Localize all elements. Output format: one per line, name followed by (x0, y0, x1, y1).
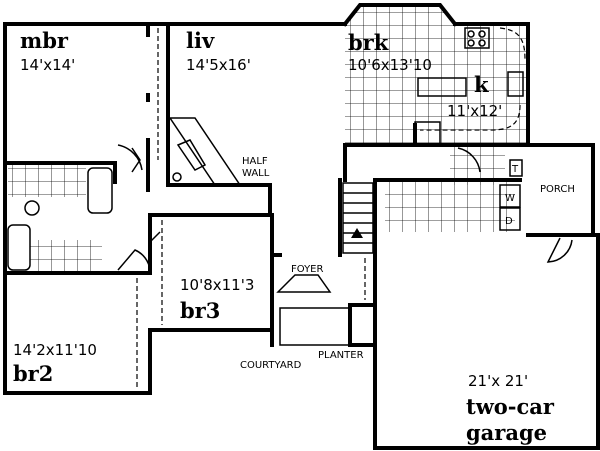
stairs (342, 182, 374, 254)
br3-size: 10'8x11'3 (180, 276, 254, 294)
br3-label: br3 (180, 298, 220, 323)
porch-label: PORCH (540, 184, 575, 195)
bathtub (87, 167, 113, 214)
walls (3, 3, 600, 450)
dryer-label: D (505, 216, 513, 227)
foyer-label: FOYER (291, 264, 324, 275)
room-labels: mbr 14'x14' liv 14'5x16' brk 10'6x13'10 … (13, 28, 555, 445)
br2-size: 14'2x11'10 (13, 341, 97, 359)
mbr-label: mbr (20, 28, 69, 53)
brk-size: 10'6x13'10 (348, 56, 432, 74)
water-heater-label: T (511, 164, 519, 175)
closets (136, 27, 526, 390)
bathtub-2 (7, 224, 31, 271)
liv-label: liv (186, 28, 215, 53)
brk-label: brk (348, 30, 389, 55)
k-size: 11'x12' (447, 102, 502, 120)
tile-floors (8, 5, 528, 272)
liv-size: 14'5x16' (186, 56, 251, 74)
mbr-size: 14'x14' (20, 56, 75, 74)
garage-label-2: garage (466, 420, 547, 445)
cooktop (464, 27, 490, 49)
washer (499, 184, 521, 208)
dryer (499, 207, 521, 231)
courtyard-label: COURTYARD (240, 360, 302, 371)
planter-label: PLANTER (318, 350, 364, 361)
washer-label: W (505, 193, 515, 204)
kitchen-sink (507, 71, 524, 97)
garage-label-1: two-car (466, 394, 555, 419)
kitchen-island (417, 77, 467, 97)
sink (24, 200, 40, 216)
doors (117, 144, 573, 271)
water-heater (509, 159, 523, 177)
half-wall-note-1: HALF (242, 156, 268, 167)
refrigerator (414, 121, 441, 146)
foyer-entry (276, 274, 351, 346)
fireplace (168, 117, 242, 186)
notes: HALF WALL PORCH FOYER COURTYARD PLANTER … (240, 156, 575, 371)
br2-label: br2 (13, 361, 53, 386)
k-label: k (474, 72, 489, 97)
garage-size: 21'x 21' (468, 372, 528, 390)
fixtures (7, 27, 524, 346)
half-wall-note-2: WALL (242, 168, 270, 179)
